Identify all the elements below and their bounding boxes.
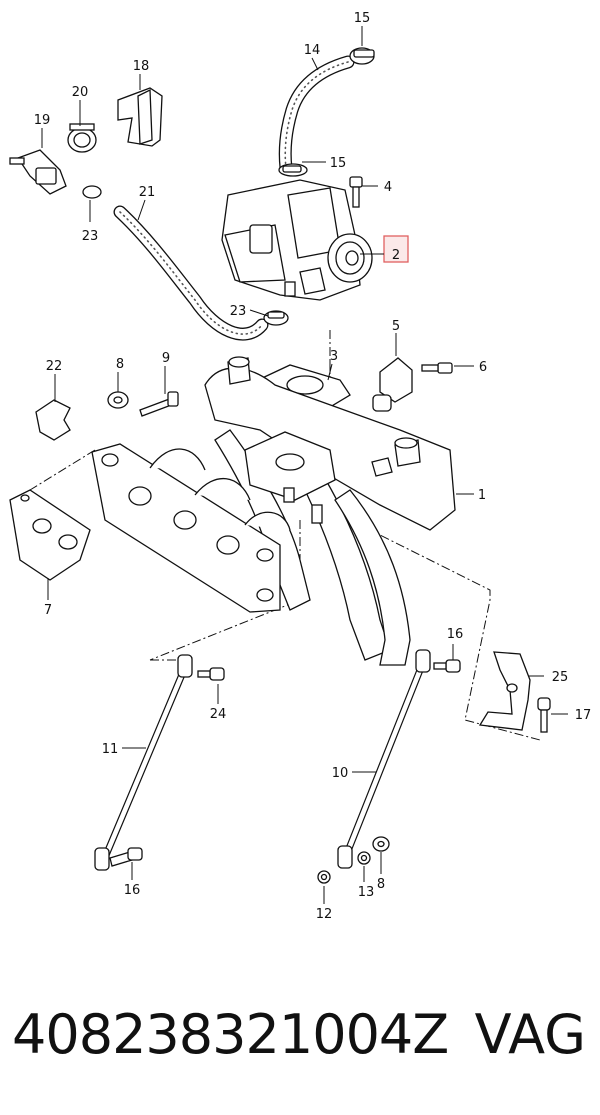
ring-20: [67, 123, 97, 153]
callout-3: 3: [330, 349, 338, 364]
part-number: 408238321004Z: [12, 1003, 449, 1066]
washer-13: [357, 851, 371, 865]
callout-22: 22: [46, 359, 63, 374]
callout-16: 16: [447, 627, 464, 642]
bolt-16-lower: [109, 847, 143, 867]
callout-2: 2: [392, 248, 400, 263]
clamp-23-lower: [263, 310, 289, 326]
bolt-17: [537, 697, 551, 733]
sensor-5: [372, 357, 413, 412]
callout-14: 14: [304, 43, 321, 58]
callout-8: 8: [116, 357, 124, 372]
bolt-16-upper: [433, 659, 461, 673]
callout-23: 23: [230, 304, 247, 319]
clamp-23-upper: [82, 185, 102, 199]
callout-7: 7: [44, 603, 52, 618]
callout-16: 16: [124, 883, 141, 898]
strut-10: [337, 649, 431, 869]
clamp-15-top: [349, 47, 375, 65]
gasket-7: [9, 489, 91, 581]
callout-25: 25: [552, 670, 569, 685]
callout-17: 17: [575, 708, 592, 723]
callout-8: 8: [377, 877, 385, 892]
leader-lines: [41, 26, 568, 904]
callout-4: 4: [384, 180, 392, 195]
nut-8-lower: [372, 836, 390, 852]
clamp-15-throttle: [278, 163, 308, 177]
bolt-4: [349, 176, 363, 208]
washer-12: [317, 870, 331, 884]
callout-15: 15: [330, 156, 347, 171]
callout-13: 13: [358, 885, 375, 900]
callout-23: 23: [82, 229, 99, 244]
exploded-parts-diagram: 15 14 15 4 2 18 20 19 21 23 23 3 5 6 8 9…: [9, 11, 592, 922]
callout-24: 24: [210, 707, 227, 722]
callout-9: 9: [162, 351, 170, 366]
callout-5: 5: [392, 319, 400, 334]
valve-19: [9, 149, 67, 195]
callout-6: 6: [479, 360, 487, 375]
exhaust-flange: [91, 443, 291, 613]
bolt-24: [197, 667, 225, 681]
callout-15: 15: [354, 11, 371, 26]
footer-bar: 408238321004Z VAG: [0, 990, 600, 1080]
callout-20: 20: [72, 85, 89, 100]
bracket-18: [117, 87, 163, 147]
callout-18: 18: [133, 59, 150, 74]
brand-name: VAG: [474, 1003, 586, 1066]
throttle-body-2: [221, 179, 373, 301]
bracket-25: [478, 651, 531, 731]
bolt-9: [139, 391, 179, 417]
callout-1: 1: [478, 488, 486, 503]
bolt-6: [421, 362, 453, 374]
callout-12: 12: [316, 907, 333, 922]
highlight-box: [383, 235, 409, 263]
callout-21: 21: [139, 185, 156, 200]
strut-11: [94, 654, 193, 871]
intake-manifold-1: [204, 356, 456, 666]
callout-labels: 15 14 15 4 2 18 20 19 21 23 23 3 5 6 8 9…: [34, 11, 592, 922]
hose-21: [113, 205, 269, 341]
callout-10: 10: [332, 766, 349, 781]
callout-19: 19: [34, 113, 51, 128]
hose-14: [278, 55, 355, 175]
clip-22: [35, 399, 71, 441]
nut-8: [107, 391, 129, 409]
callout-11: 11: [102, 742, 119, 757]
